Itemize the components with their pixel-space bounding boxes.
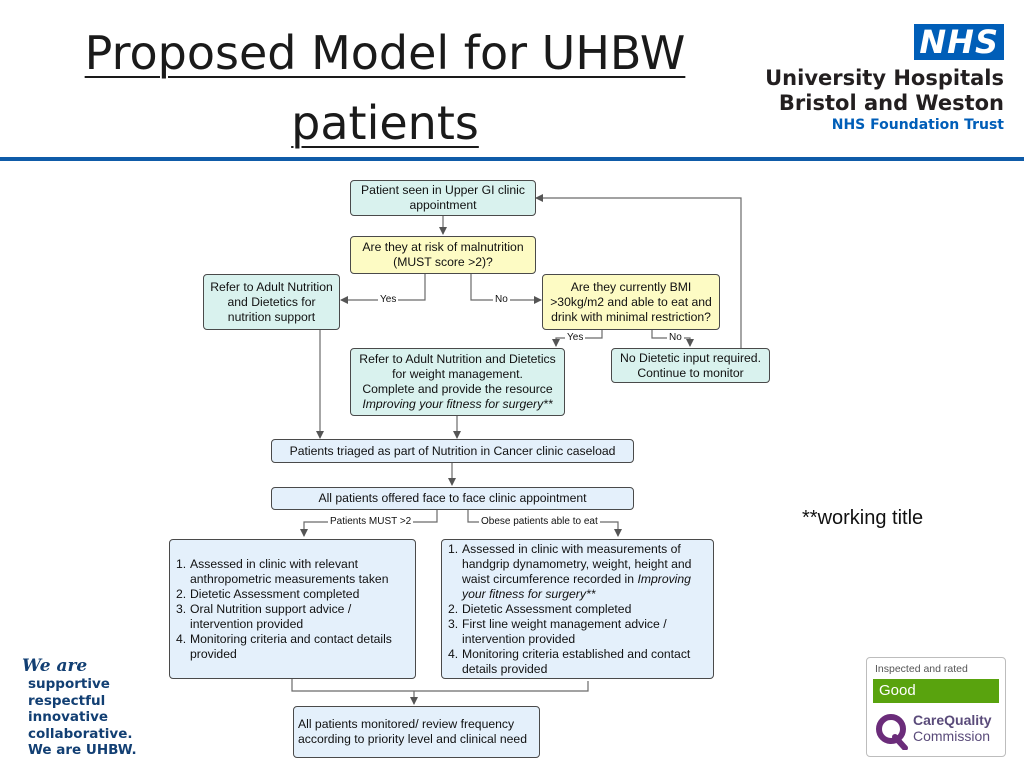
node-text: Refer to Adult Nutrition and Dietetics: [359, 352, 556, 366]
arrow-risk-yes: [340, 274, 426, 304]
node-clinic-appointment: All patients offered face to face clinic…: [271, 487, 634, 510]
node-text: All patients offered face to face clinic…: [318, 491, 587, 505]
value-item: supportive: [28, 676, 110, 692]
edge-label-risk-yes: Yes: [378, 294, 399, 306]
node-patients-triaged: Patients triaged as part of Nutrition in…: [271, 439, 634, 463]
node-text: Are they at risk of malnutrition: [362, 240, 524, 254]
node-text: Refer to Adult Nutrition: [210, 279, 333, 294]
node-text: Patients triaged as part of Nutrition in…: [289, 443, 616, 458]
value-item: We are UHBW.: [28, 742, 137, 758]
node-text: for weight management.: [392, 367, 523, 381]
node-text: (MUST score >2)?: [393, 255, 493, 269]
node-no-dietetic-input: No Dietetic input required. Continue to …: [611, 348, 770, 383]
edge-label-bmi-no: No: [667, 332, 684, 344]
trust-name-line3: NHS Foundation Trust: [831, 117, 1004, 133]
cqc-inspected-label: Inspected and rated: [875, 663, 968, 675]
cqc-rating-badge: Inspected and rated Good CareQuality Com…: [866, 657, 1006, 757]
node-bmi-question: Are they currently BMI >30kg/m2 and able…: [542, 274, 720, 330]
node-text: >30kg/m2 and able to eat and: [550, 294, 712, 309]
trust-name-line1: University Hospitals: [765, 66, 1004, 90]
list-item: 3.Oral Nutrition support advice /interve…: [176, 601, 352, 631]
we-are-script: We are: [22, 656, 88, 676]
nhs-badge: NHS: [914, 24, 1004, 60]
node-text: Patient seen in Upper GI clinic: [361, 183, 525, 197]
nhs-trust-logo: NHS University Hospitals Bristol and Wes…: [764, 24, 1004, 144]
node-text: according to priority level and clinical…: [298, 732, 527, 746]
value-item: respectful: [28, 692, 106, 709]
page-title-line2: patients: [291, 96, 479, 150]
cqc-name-line2: Commission: [913, 728, 991, 744]
edge-label-must: Patients MUST >2: [328, 516, 414, 528]
cqc-rating-value: Good: [873, 679, 999, 703]
value-item: collaborative.: [28, 725, 133, 742]
page-title: Proposed Model for UHBW patients: [40, 18, 730, 158]
node-text: nutrition support: [227, 309, 316, 324]
arrow-lists-to-monitored: [291, 679, 589, 704]
edge-label-obese: Obese patients able to eat: [479, 516, 600, 528]
list-item: 4.Monitoring criteria and contact detail…: [176, 631, 392, 661]
node-text: All patients monitored/ review frequency: [298, 717, 515, 731]
edge-label-risk-no: No: [493, 294, 510, 306]
node-refer-weight-management: Refer to Adult Nutrition and Dietetics f…: [350, 348, 565, 416]
trust-name-line2: Bristol and Weston: [778, 91, 1004, 115]
node-text: Are they currently BMI: [570, 279, 692, 294]
node-text: and Dietetics for: [227, 294, 316, 309]
resource-title: Improving your fitness for surgery**: [362, 397, 553, 411]
obese-steps: 1.Assessed in clinic with measurements o…: [448, 542, 707, 677]
node-text: Complete and provide the resource: [362, 382, 553, 396]
list-item: 2.Dietetic Assessment completed: [176, 586, 360, 601]
node-obese-assessment-list: 1.Assessed in clinic with measurements o…: [441, 539, 714, 679]
node-patients-monitored: All patients monitored/ review frequency…: [293, 706, 540, 758]
list-item: 2.Dietetic Assessment completed: [448, 601, 632, 616]
list-item: 3.First line weight management advice /i…: [448, 616, 667, 646]
cqc-name-line1: CareQuality: [913, 712, 992, 728]
page-title-line1: Proposed Model for UHBW: [84, 26, 686, 80]
node-patient-seen: Patient seen in Upper GI clinic appointm…: [350, 180, 536, 216]
list-item: 1.Assessed in clinic with measurements o…: [448, 541, 692, 601]
cqc-logo-icon: [876, 714, 908, 750]
cqc-name: CareQuality Commission: [913, 712, 992, 744]
node-refer-nutrition-support: Refer to Adult Nutrition and Dietetics f…: [203, 274, 340, 330]
trust-values: We are supportive respectful innovative …: [22, 656, 182, 759]
arrow-risk-no: [470, 274, 542, 304]
value-item: innovative: [28, 709, 109, 725]
arrow-monitor-loop: [535, 194, 742, 348]
edge-label-bmi-yes: Yes: [565, 332, 586, 344]
node-text: No Dietetic input required.: [620, 350, 761, 365]
node-malnutrition-risk: Are they at risk of malnutrition (MUST s…: [350, 236, 536, 274]
node-text: Continue to monitor: [637, 365, 744, 380]
node-text: drink with minimal restriction?: [551, 309, 711, 324]
list-item: 4.Monitoring criteria established and co…: [448, 646, 691, 676]
node-text: appointment: [409, 198, 477, 212]
header-divider: [0, 157, 1024, 161]
working-title-note: **working title: [802, 507, 924, 529]
